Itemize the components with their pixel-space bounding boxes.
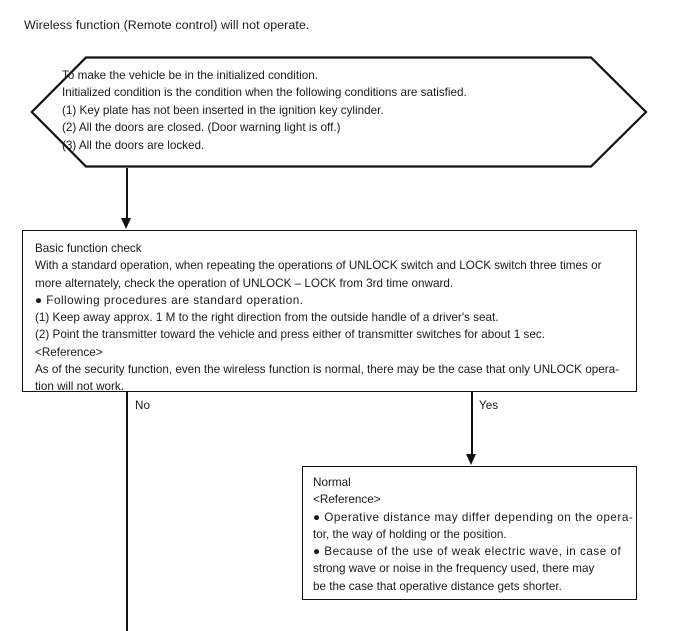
precondition-line-4: (2) All the doors are closed. (Door warn…: [62, 121, 341, 135]
normal-result-text: Normal <Reference> ● Operative distance …: [313, 474, 634, 595]
basic-function-check-text: Basic function check With a standard ope…: [35, 240, 628, 396]
normal-heading: Normal: [313, 476, 351, 489]
connector-yes-branch: [471, 392, 473, 455]
initialized-condition-text: To make the vehicle be in the initialize…: [62, 67, 592, 154]
precondition-line-5: (3) All the doors are locked.: [62, 138, 205, 152]
normal-line-2: ● Operative distance may differ dependin…: [313, 510, 634, 524]
basic-check-line-1: With a standard operation, when repeatin…: [35, 259, 602, 273]
precondition-line-3: (1) Key plate has not been inserted in t…: [62, 103, 384, 117]
connector-no-branch: [126, 392, 128, 631]
basic-check-reference-label: <Reference>: [35, 345, 103, 359]
basic-check-line-5: (2) Point the transmitter toward the veh…: [35, 328, 545, 342]
basic-check-line-4: (1) Keep away approx. 1 M to the right d…: [35, 311, 499, 325]
normal-result-box: Normal <Reference> ● Operative distance …: [302, 466, 637, 600]
normal-reference-label: <Reference>: [313, 493, 381, 507]
connector-hexagon-to-basic-check: [126, 168, 128, 220]
basic-check-line-7: As of the security function, even the wi…: [35, 363, 620, 377]
normal-line-6: be the case that operative distance gets…: [313, 579, 562, 593]
branch-label-no: No: [135, 399, 150, 412]
basic-check-line-8: tion will not work.: [35, 380, 124, 394]
precondition-line-2: Initialized condition is the condition w…: [62, 86, 467, 100]
branch-label-yes: Yes: [479, 399, 499, 412]
page-title: Wireless function (Remote control) will …: [24, 18, 310, 32]
normal-line-5: strong wave or noise in the frequency us…: [313, 562, 595, 576]
arrow-down-icon: [121, 218, 131, 229]
basic-function-check-box: Basic function check With a standard ope…: [22, 230, 637, 393]
normal-line-4: ● Because of the use of weak electric wa…: [313, 545, 622, 559]
basic-check-heading: Basic function check: [35, 242, 142, 255]
hexagon-shape: [30, 56, 648, 168]
normal-line-3: tor, the way of holding or the position.: [313, 527, 507, 541]
initialized-condition-banner: To make the vehicle be in the initialize…: [30, 56, 648, 168]
precondition-line-1: To make the vehicle be in the initialize…: [62, 69, 318, 82]
arrow-down-icon: [466, 454, 476, 465]
basic-check-line-2: more alternately, check the operation of…: [35, 276, 454, 290]
basic-check-line-3: ● Following procedures are standard oper…: [35, 293, 304, 307]
